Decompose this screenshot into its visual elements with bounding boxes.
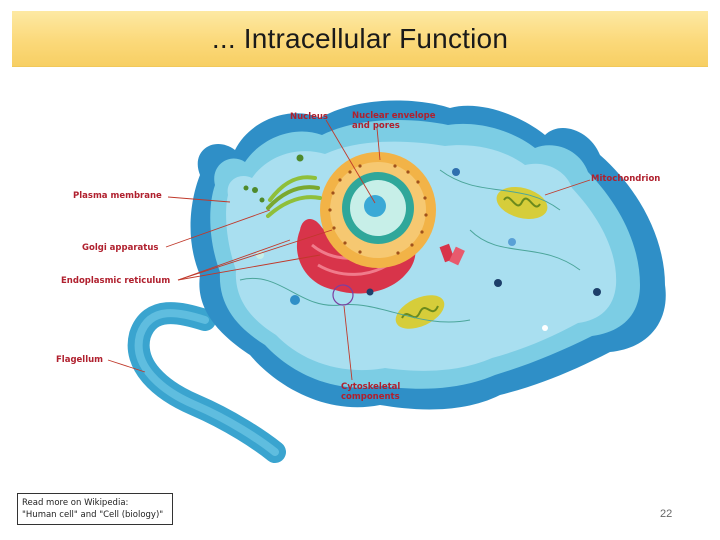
label-cytoskeletal-2: components	[341, 392, 400, 402]
slide-title: ... Intracellular Function	[211, 22, 509, 54]
vesicles	[256, 168, 601, 331]
wikipedia-note-box: Read more on Wikipedia: "Human cell" and…	[17, 493, 173, 525]
title-bar: ... Intracellular Function	[12, 11, 708, 67]
flagellum-highlight	[134, 309, 279, 456]
nucleolus	[364, 195, 386, 217]
mitochondrion-upper	[496, 187, 548, 219]
page-number: 22	[660, 508, 673, 520]
note-line-1: Read more on Wikipedia:	[22, 498, 129, 508]
cell-diagram: Nucleus Nuclear envelope and pores Mitoc…	[56, 100, 666, 463]
label-er: Endoplasmic reticulum	[61, 276, 170, 286]
centrosome	[439, 243, 465, 266]
leader-lines	[107, 119, 591, 381]
label-mitochondrion: Mitochondrion	[591, 174, 660, 184]
label-nuclear-envelope-2: and pores	[352, 121, 400, 131]
cytoskeletal-components	[239, 169, 581, 323]
label-golgi: Golgi apparatus	[82, 243, 158, 253]
golgi-apparatus	[243, 154, 322, 218]
label-flagellum: Flagellum	[56, 355, 103, 365]
label-cytoskeletal-1: Cytoskeletal	[341, 382, 400, 392]
label-nuclear-envelope-1: Nuclear envelope	[352, 111, 436, 121]
note-line-2: "Human cell" and "Cell (biology)"	[22, 510, 164, 520]
label-nucleus: Nucleus	[290, 112, 328, 122]
nuclear-pores	[328, 164, 428, 255]
label-plasma-membrane: Plasma membrane	[73, 191, 162, 201]
mitochondrion-lower	[395, 295, 445, 329]
